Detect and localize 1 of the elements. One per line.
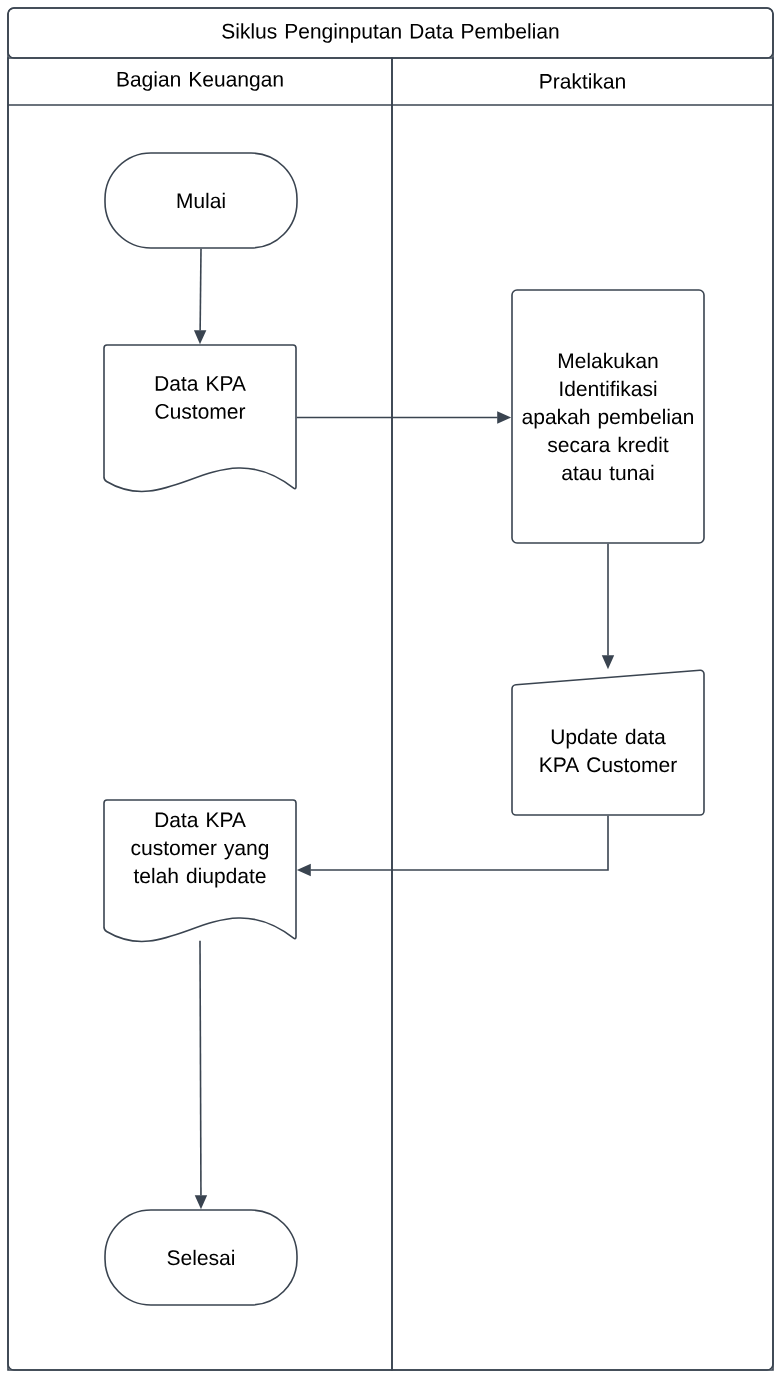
process-box: Melakukan Identifikasi apakah pembelian secara kredit atau tunai bbox=[511, 289, 705, 544]
